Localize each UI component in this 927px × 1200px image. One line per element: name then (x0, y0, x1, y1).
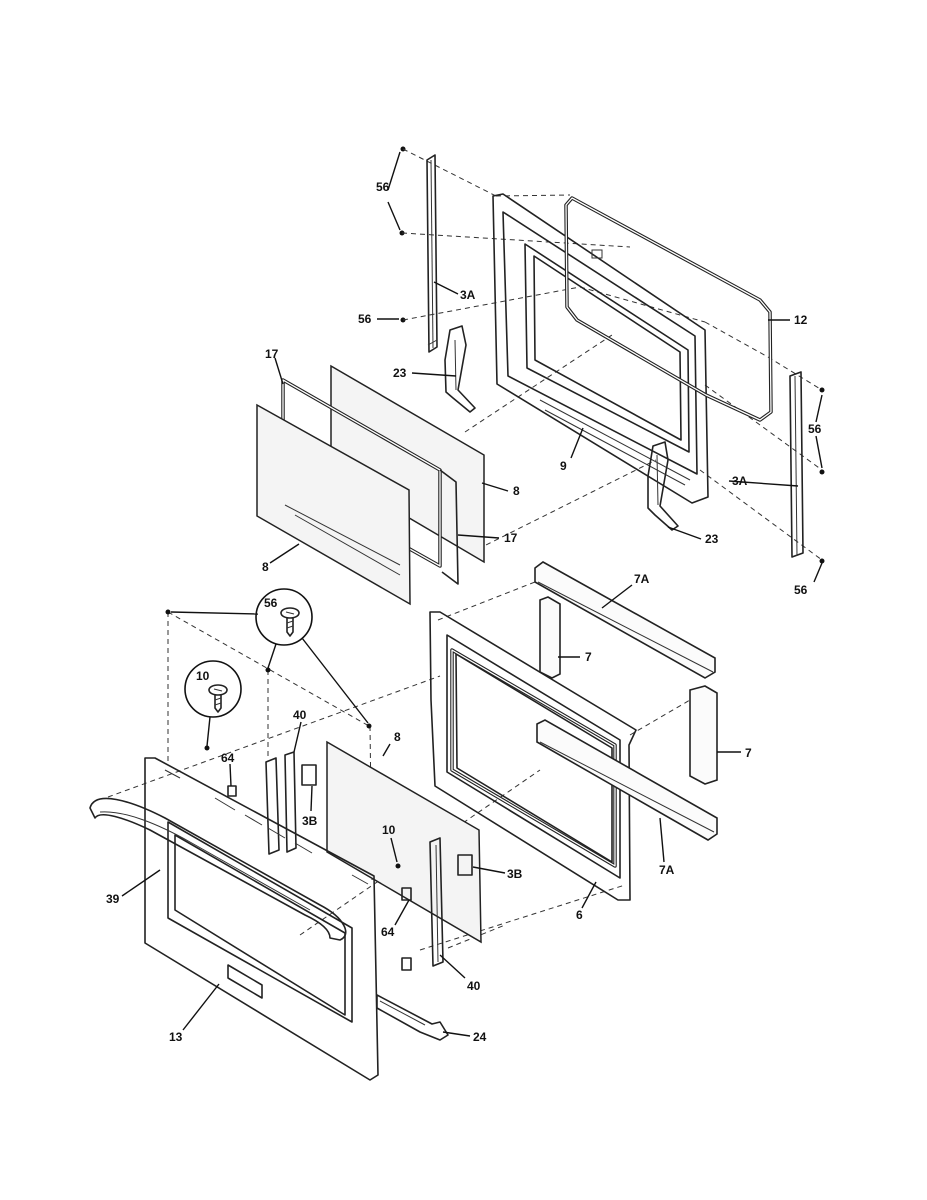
callout-24: 24 (473, 1030, 487, 1044)
callout-40-right: 40 (467, 979, 481, 993)
bracket-40-left (265, 751, 297, 855)
callout-7a-upper: 7A (634, 572, 650, 586)
callout-64-right: 64 (381, 925, 395, 939)
callout-56-c: 56 (358, 312, 372, 326)
callout-labels: 56 56 3A 56 12 17 23 56 9 8 3A 17 23 8 5… (106, 180, 822, 1044)
callout-56-right: 56 (808, 422, 822, 436)
door-handle-39 (89, 797, 347, 941)
leader-lines (121, 151, 823, 1037)
hinge-23-lower (647, 441, 679, 531)
callout-6: 6 (576, 908, 583, 922)
clip-64 (227, 785, 412, 971)
door-liner-6 (429, 611, 637, 901)
callout-56-bubble: 56 (264, 596, 278, 610)
callout-23-lower: 23 (705, 532, 719, 546)
callout-3b-left: 3B (302, 814, 318, 828)
callout-17-lower: 17 (504, 531, 518, 545)
screw-56-top (399, 146, 406, 323)
callout-7a-lower: 7A (659, 863, 675, 877)
hinge-23-upper (444, 325, 476, 413)
callout-23-upper: 23 (393, 366, 407, 380)
insulation-7-7a (534, 561, 718, 841)
hinge-channel-3a-right (789, 371, 804, 558)
callout-40-left: 40 (293, 708, 307, 722)
screw-10-detail-bubble (184, 660, 242, 751)
callout-8-upper-right: 8 (513, 484, 520, 498)
outer-door-panel-13 (144, 757, 379, 1081)
door-gasket-12 (564, 196, 773, 422)
hinge-bracket-24 (376, 994, 449, 1041)
callout-10-bubble: 10 (196, 669, 210, 683)
callout-3b-right: 3B (507, 867, 523, 881)
callout-10-middle: 10 (382, 823, 396, 837)
callout-3a-left: 3A (460, 288, 476, 302)
vent-slots (164, 769, 369, 885)
callout-3a-right: 3A (732, 474, 748, 488)
callout-8-middle: 8 (394, 730, 401, 744)
screw-56-right (819, 387, 825, 564)
callout-7-lower: 7 (745, 746, 752, 760)
callout-17-upper: 17 (265, 347, 279, 361)
inner-door-frame-9 (492, 193, 709, 504)
callout-39: 39 (106, 892, 120, 906)
callout-8-upper-left: 8 (262, 560, 269, 574)
glass-8-middle (301, 740, 482, 944)
callout-64-left: 64 (221, 751, 235, 765)
callout-13: 13 (169, 1030, 183, 1044)
callout-56-a: 56 (376, 180, 390, 194)
glass-pack-8-17 (256, 364, 485, 606)
bracket-40-right (429, 837, 444, 967)
hinge-channel-3a-left (426, 154, 438, 353)
callout-9: 9 (560, 459, 567, 473)
screw-56-detail-bubble (165, 588, 372, 729)
callout-7-upper: 7 (585, 650, 592, 664)
callout-12: 12 (794, 313, 808, 327)
callout-56-right-bottom: 56 (794, 583, 808, 597)
